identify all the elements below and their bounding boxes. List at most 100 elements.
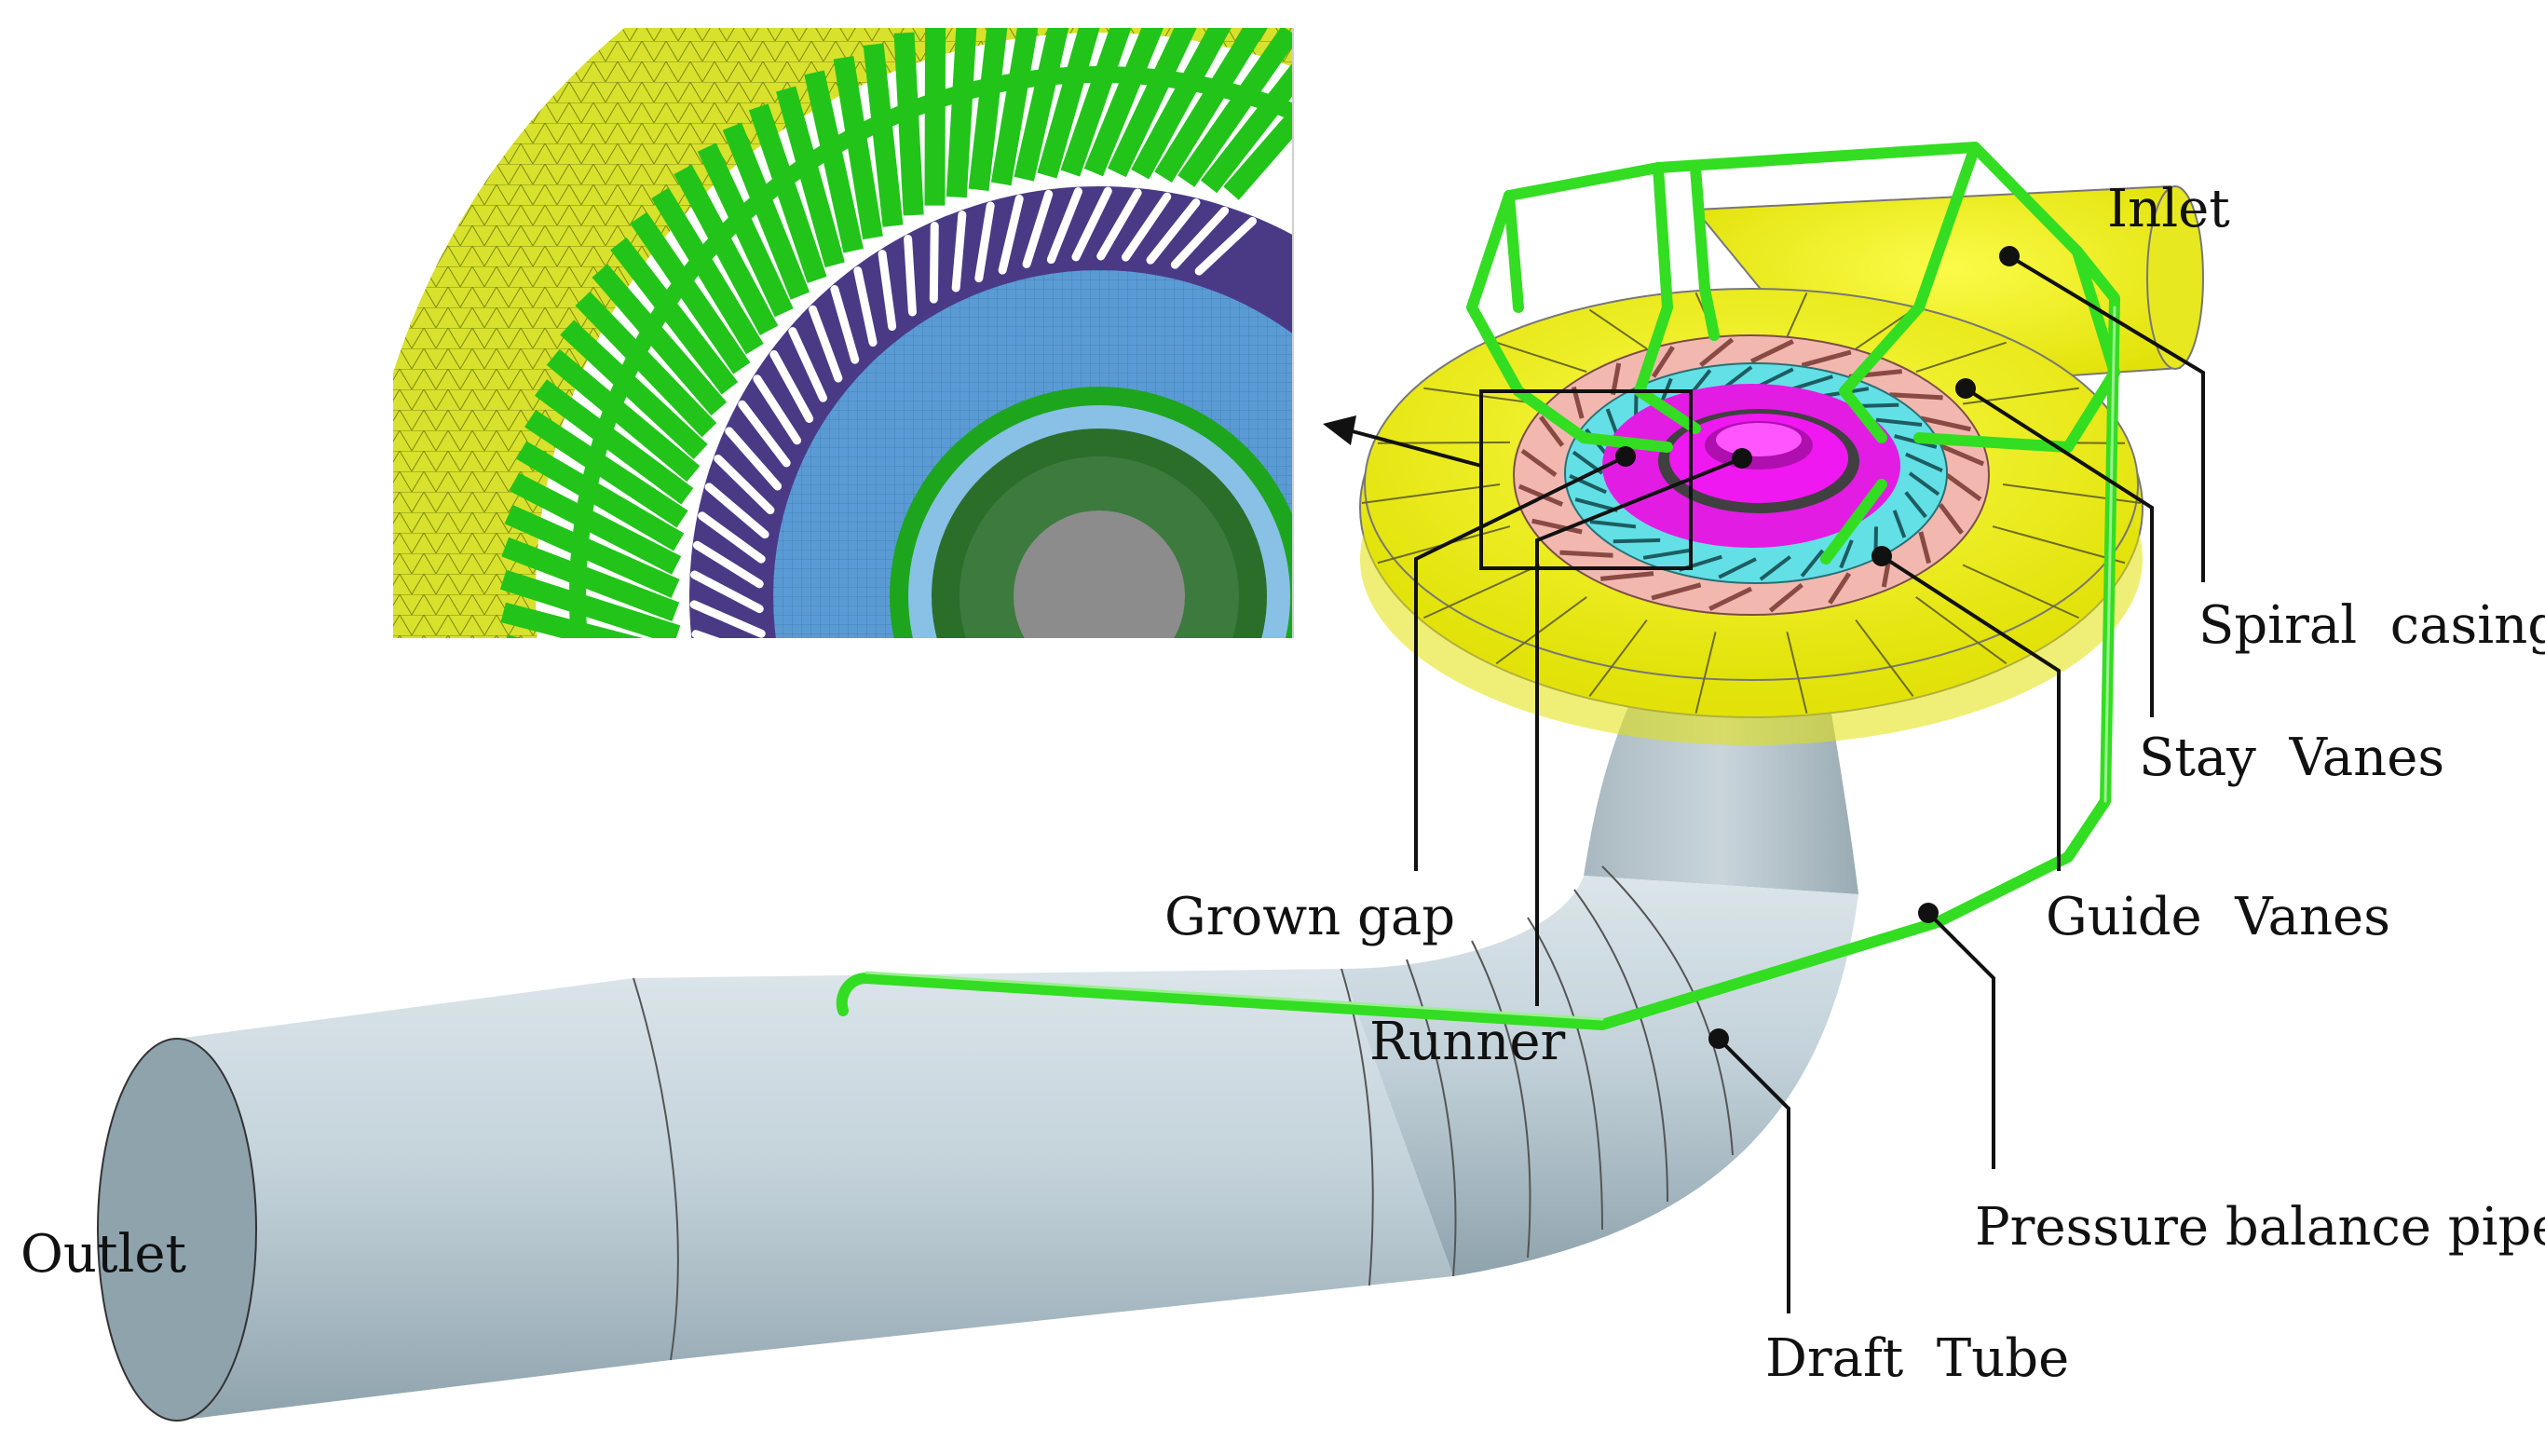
guide-vane (1892, 510, 1907, 538)
guide-vane (1759, 555, 1791, 581)
guide-vane (504, 505, 680, 598)
label-pressure-balance-pipe: Pressure balance pipe (1975, 1197, 2545, 1258)
label-runner: Runner (1369, 1012, 1566, 1072)
runner-blade (1170, 206, 1230, 269)
guide-vane (748, 103, 827, 283)
label-grown-gap: Grown gap (1164, 887, 1455, 947)
stay-vane (1920, 415, 1971, 432)
casing-segment-line (1588, 619, 1648, 697)
guide-vane (990, 28, 1039, 186)
guide-vane (697, 143, 794, 318)
guide-vane (674, 164, 779, 335)
casing-segment-line (1495, 341, 1587, 374)
runner-blade (1022, 189, 1054, 268)
spiral-casing-segment-lines (1361, 292, 2142, 714)
casing-segment-line (1962, 564, 2080, 619)
casing-segment-line (1915, 341, 2007, 374)
guide-vane (501, 537, 680, 622)
spiral-casing (1359, 184, 2204, 745)
guide-vane (1569, 473, 1607, 495)
guide-vane (722, 122, 810, 300)
runner-blade (769, 349, 814, 423)
runner-blade (878, 250, 897, 332)
stay-vane (1828, 572, 1852, 605)
casing-segment-line (1422, 564, 1541, 619)
casing-segment-line (1786, 632, 1808, 714)
guide-vane (1908, 471, 1940, 497)
guide-vane (1131, 28, 1232, 180)
runner-blade (788, 327, 827, 402)
guide-vane (1605, 408, 1620, 437)
guide-vane (893, 32, 924, 216)
runner-blade (698, 511, 766, 564)
stay-vane (1539, 415, 1565, 447)
stay-vane (1801, 349, 1852, 368)
guide-vane (924, 28, 946, 206)
label-stay-vanes: Stay Vanes (2139, 728, 2444, 788)
runner-blade (951, 211, 967, 293)
stay-vane (1889, 392, 1943, 401)
leader-runner (1535, 456, 1743, 1006)
casing-segment-line (1855, 619, 1914, 697)
runner-blade (830, 285, 860, 364)
guide-vane (1200, 61, 1293, 194)
guide-vane (630, 211, 751, 374)
guide-vane (534, 379, 694, 505)
runner-blade (853, 266, 878, 347)
stay-vane (1749, 339, 1794, 364)
leader-stay-vanes (1964, 387, 2154, 717)
guide-vane (1642, 548, 1690, 560)
stay-vane (1938, 503, 1964, 535)
inset-guide-vanes (499, 28, 1293, 638)
stay-vane (1600, 571, 1654, 581)
stay-vane (1517, 483, 1564, 507)
guide-vane (1589, 519, 1637, 529)
guide-vane (1083, 28, 1164, 177)
stay-vane (1939, 443, 1985, 467)
runner-blade (1096, 188, 1142, 261)
guide-vane (1718, 557, 1757, 579)
guide-vane (1014, 28, 1069, 182)
runner-blade (1071, 186, 1112, 262)
guide-vane (946, 28, 977, 198)
runner-blade (1121, 192, 1172, 262)
casing-segment-line (1786, 292, 1808, 338)
leader-spiral-casing (2007, 254, 2205, 582)
guide-vane (1107, 28, 1197, 178)
stay-vane (1945, 472, 1982, 502)
stay-vane (1918, 531, 1932, 565)
guide-vane (592, 264, 728, 416)
guide-vane (524, 410, 688, 528)
pressure-balance-pipe-highlight (864, 306, 2116, 1021)
guide-vane (1223, 106, 1293, 200)
draft-tube (97, 680, 1858, 1422)
casing-segment-line (1588, 308, 1648, 350)
runner-blade (690, 570, 764, 614)
guide-vane (1875, 417, 1923, 428)
stay-vane (1559, 550, 1613, 558)
guide-vane (1574, 497, 1618, 512)
runner-blade (692, 540, 764, 589)
guide-vane (776, 86, 845, 268)
guide-vane (1154, 28, 1268, 183)
label-outlet: Outlet (20, 1224, 187, 1285)
guide-vane (560, 320, 708, 460)
runner-blade (1146, 198, 1201, 265)
runner-blade (689, 600, 766, 638)
guide-vane (651, 187, 764, 355)
guide-vane (1060, 28, 1132, 177)
runner-blade (929, 222, 939, 304)
runner-blade (998, 195, 1024, 275)
leader-draft-tube (1717, 1037, 1790, 1313)
stay-vane (1651, 346, 1675, 378)
guide-vane (833, 56, 883, 240)
casing-segment-line (1694, 632, 1717, 714)
inset-mesh-view (393, 28, 1293, 638)
runner-blade (904, 235, 917, 317)
stay-vane (1520, 448, 1558, 478)
stay-vanes-blades (1517, 337, 1985, 613)
runner-blade (704, 483, 769, 539)
guide-vane (1177, 28, 1293, 187)
runner-blade (809, 305, 843, 383)
